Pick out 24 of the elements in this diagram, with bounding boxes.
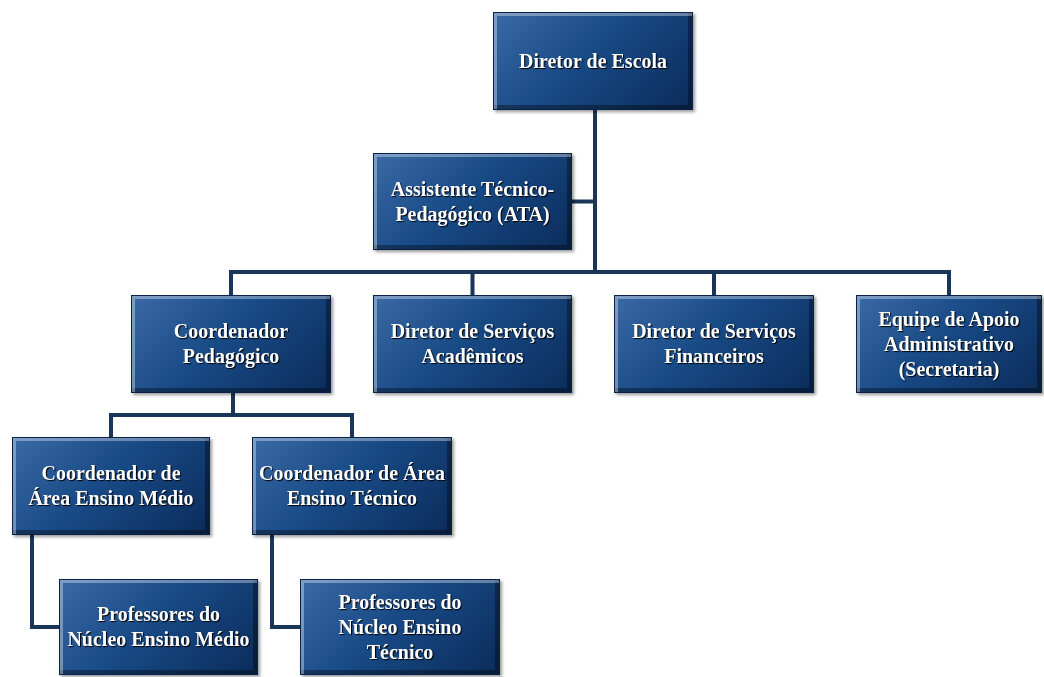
box-label: Coordenador Pedagógico xyxy=(172,319,290,369)
org-box xyxy=(373,295,572,393)
org-box xyxy=(614,295,814,393)
org-box xyxy=(131,295,331,393)
box-label: Diretor de Serviços Acadêmicos xyxy=(389,319,556,369)
box-label: Equipe de Apoio Administrativo (Secretaria) xyxy=(877,306,1021,382)
box-label: Diretor de Serviços Financeiros xyxy=(631,319,797,369)
box-label: Diretor de Escola xyxy=(517,48,669,74)
connector-line xyxy=(270,535,300,629)
connector-line xyxy=(593,110,951,295)
org-box xyxy=(373,153,572,250)
box-label: Professores do Núcleo Ensino Médio xyxy=(66,602,251,652)
org-box xyxy=(12,437,210,535)
box-label: Assistente Técnico-Pedagógico (ATA) xyxy=(389,176,556,227)
connector-line xyxy=(30,535,59,629)
org-box xyxy=(59,579,258,675)
org-box xyxy=(252,437,452,535)
org-box xyxy=(493,12,693,110)
org-box xyxy=(856,295,1042,393)
org-box xyxy=(300,579,500,675)
box-label: Professores do Núcleo Ensino Técnico xyxy=(337,589,463,665)
box-label: Coordenador de Área Ensino Médio xyxy=(27,461,195,511)
box-label: Coordenador de Área Ensino Técnico xyxy=(258,461,446,511)
connector-line xyxy=(231,393,354,437)
